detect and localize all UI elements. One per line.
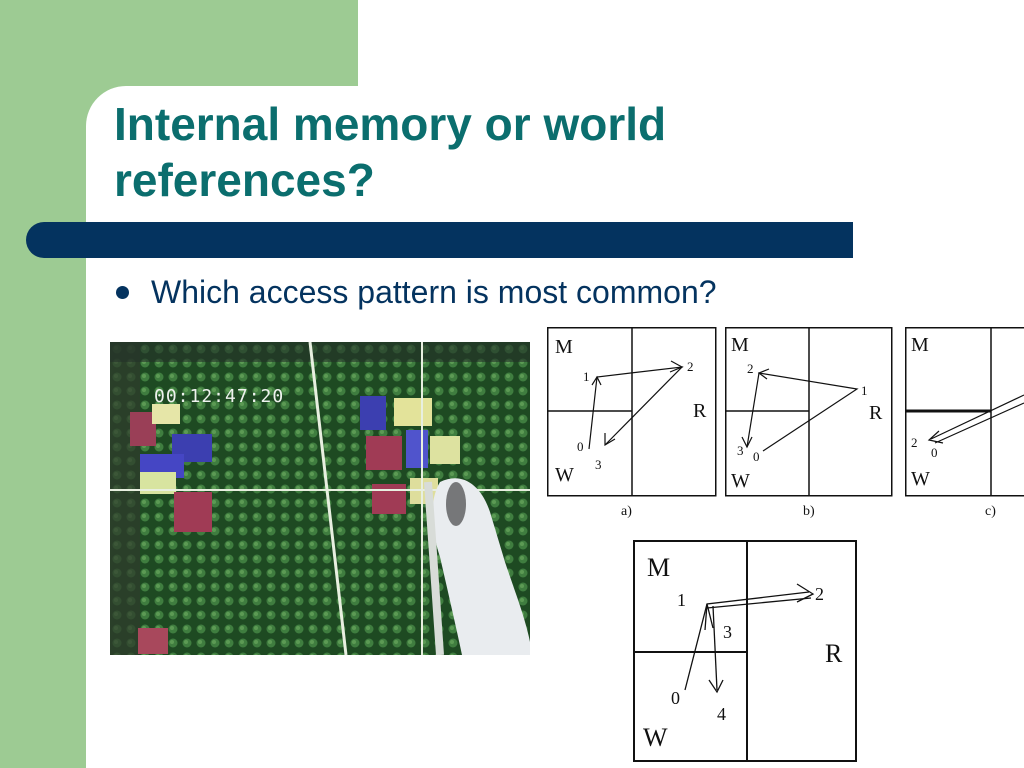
resource-region-label: R <box>869 402 883 424</box>
step-label-2: 2 <box>687 359 694 374</box>
step-label-0: 0 <box>931 445 938 460</box>
diagram-c-caption: c) <box>985 504 996 519</box>
step-label-0: 0 <box>577 439 584 454</box>
workspace-region-label: W <box>731 470 750 492</box>
step-label-1: 1 <box>583 369 590 384</box>
step-label-1: 1 <box>677 590 686 610</box>
video-timestamp: 00:12:47:20 <box>154 386 285 407</box>
memory-region-label: M <box>555 336 573 358</box>
memory-region-label: M <box>647 553 670 582</box>
memory-region-label: M <box>911 334 929 356</box>
resource-region-label: R <box>693 400 707 422</box>
resource-region-label: R <box>825 639 843 668</box>
diagram-d: M R W 1 2 3 0 4 <box>633 540 859 766</box>
memory-region-label: M <box>731 334 749 356</box>
step-label-0: 0 <box>753 449 760 464</box>
step-label-2: 2 <box>747 361 754 376</box>
step-label-3: 3 <box>737 443 744 458</box>
step-label-2: 2 <box>815 584 824 604</box>
slide-title: Internal memory or world references? <box>114 98 667 206</box>
diagram-a-caption: a) <box>621 504 632 519</box>
step-label-3: 3 <box>595 457 602 472</box>
step-label-3: 3 <box>723 622 732 642</box>
diagram-b-caption: b) <box>803 504 815 519</box>
workspace-region-label: W <box>555 464 574 486</box>
step-label-0: 0 <box>671 688 680 708</box>
bullet-dot-icon <box>116 286 129 299</box>
diagram-b: M R W 2 1 3 0 b) <box>725 327 897 523</box>
step-label-4: 4 <box>717 704 726 724</box>
block-task-photo: 00:12:47:20 <box>110 342 530 655</box>
diagram-c: M W 2 0 c) <box>905 327 1024 523</box>
bullet-item: Which access pattern is most common? <box>116 274 717 311</box>
bullet-text: Which access pattern is most common? <box>151 274 717 310</box>
workspace-region-label: W <box>911 468 930 490</box>
workspace-region-label: W <box>643 723 668 752</box>
step-label-1: 1 <box>861 383 868 398</box>
diagram-a: M R W 1 2 0 3 a) <box>547 327 719 523</box>
title-underline-bar <box>26 222 853 258</box>
step-label-2: 2 <box>911 435 918 450</box>
block-task-photo-illustration <box>110 342 530 655</box>
